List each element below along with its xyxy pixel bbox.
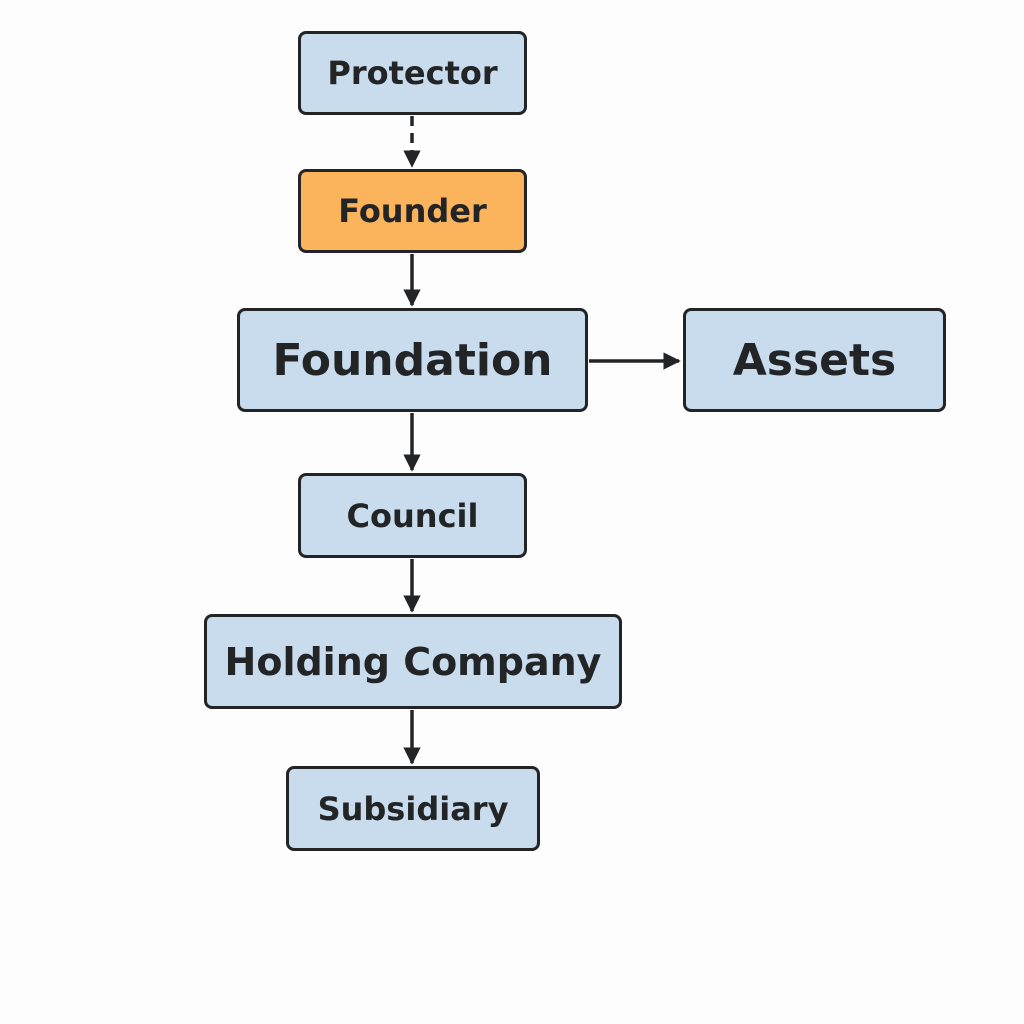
node-council: Council [298,473,527,558]
node-subsidiary: Subsidiary [286,766,540,851]
node-protector: Protector [298,31,527,115]
node-foundation: Foundation [237,308,588,412]
node-holding-company: Holding Company [204,614,622,709]
node-assets: Assets [683,308,946,412]
node-founder: Founder [298,169,527,253]
